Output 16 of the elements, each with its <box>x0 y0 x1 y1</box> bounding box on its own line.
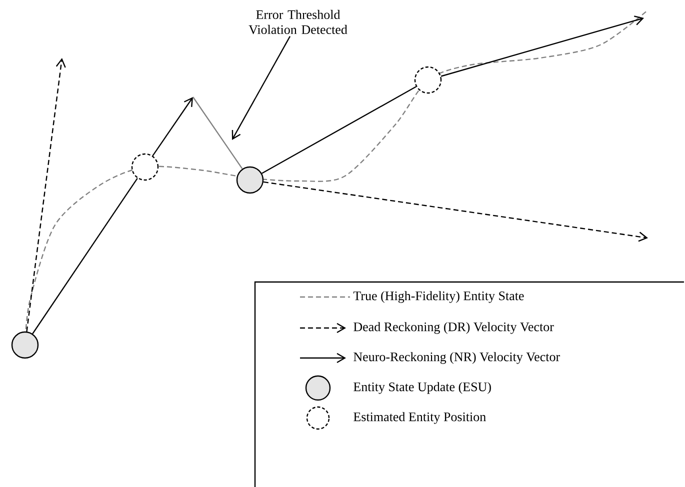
leader-arrow <box>232 36 291 140</box>
legend-text: Neuro-Reckoning (NR) Velocity Vector <box>354 352 560 364</box>
legend-text: Dead Reckoning (DR) Velocity Vector <box>354 322 554 334</box>
estimate-circle <box>131 153 159 181</box>
update-circle <box>236 166 264 194</box>
legend-text: Estimated Entity Position <box>354 412 486 424</box>
vector-arrow <box>26 58 66 332</box>
estimate-circle <box>414 66 442 94</box>
legend-text: True (High-Fidelity) Entity State <box>353 291 524 303</box>
vector-arrow <box>263 181 648 242</box>
vector-arrow <box>440 16 644 77</box>
vector-arrow <box>152 97 193 156</box>
update-circle <box>11 331 39 359</box>
error-line <box>192 96 243 170</box>
legend-text: Entity State Update (ESU) <box>354 382 491 394</box>
callout-text: Error Threshold Violation Detected <box>248 10 348 34</box>
